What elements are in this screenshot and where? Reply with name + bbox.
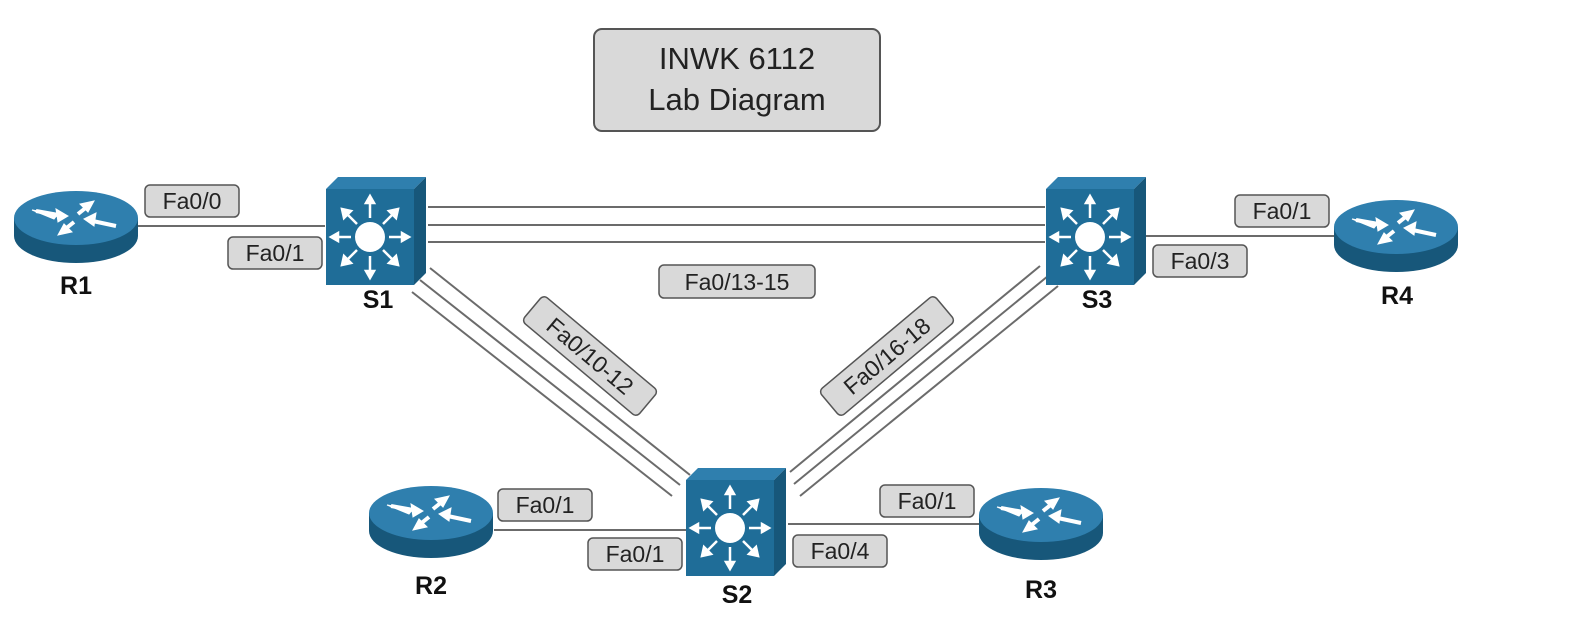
device-label-r1: R1 — [60, 272, 92, 300]
router-r1-icon — [12, 189, 140, 265]
link-s2-s3-b — [793, 275, 1049, 485]
device-label-r3: R3 — [1025, 576, 1057, 604]
link-s1-s2-b — [419, 279, 681, 486]
title-box: INWK 6112 Lab Diagram — [593, 28, 881, 132]
port-label-r4-fa01: Fa0/1 — [1234, 194, 1330, 228]
title-line-2: Lab Diagram — [648, 82, 825, 117]
port-text-s2-s3-trunk: Fa0/16-18 — [838, 312, 935, 399]
port-label-s1-s3-trunk: Fa0/13-15 — [658, 264, 816, 299]
port-label-r2-fa01: Fa0/1 — [497, 488, 593, 522]
port-label-s2-s3-trunk: Fa0/16-18 — [819, 296, 955, 416]
port-text-s1-s3-trunk: Fa0/13-15 — [685, 269, 790, 295]
device-label-s1: S1 — [363, 286, 394, 314]
port-text-s1-fa01: Fa0/1 — [246, 240, 305, 266]
links — [138, 206, 1336, 531]
device-label-r4: R4 — [1381, 282, 1413, 310]
port-label-r3-fa01: Fa0/1 — [879, 484, 975, 518]
port-text-r2-fa01: Fa0/1 — [516, 492, 575, 518]
port-label-r1-fa00: Fa0/0 — [144, 184, 240, 218]
port-label-s3-fa03: Fa0/3 — [1152, 244, 1248, 278]
title-line-1: INWK 6112 — [659, 41, 815, 76]
device-label-s2: S2 — [722, 581, 753, 609]
port-text-s2-fa01: Fa0/1 — [606, 541, 665, 567]
port-label-s1-fa01: Fa0/1 — [227, 236, 323, 270]
port-label-s2-fa01: Fa0/1 — [587, 537, 683, 571]
device-label-s3: S3 — [1082, 286, 1113, 314]
device-label-r2: R2 — [415, 572, 447, 600]
port-text-r1-fa00: Fa0/0 — [163, 188, 222, 214]
switch-s3-icon — [1044, 175, 1148, 287]
router-r4-icon — [1332, 198, 1460, 274]
port-label-s2-fa04: Fa0/4 — [792, 534, 888, 568]
port-text-s2-fa04: Fa0/4 — [811, 538, 870, 564]
port-text-r4-fa01: Fa0/1 — [1253, 198, 1312, 224]
router-r2-icon — [367, 484, 495, 560]
link-s1-s2-a — [429, 267, 691, 476]
switch-s2-icon — [684, 466, 788, 578]
link-s1-s2-c — [411, 291, 673, 497]
link-s2-s3-c — [799, 285, 1059, 497]
router-r3-icon — [977, 486, 1105, 562]
port-text-s3-fa03: Fa0/3 — [1171, 248, 1230, 274]
switch-s1-icon — [324, 175, 428, 287]
port-text-r3-fa01: Fa0/1 — [898, 488, 957, 514]
link-s2-s3-a — [789, 265, 1041, 473]
